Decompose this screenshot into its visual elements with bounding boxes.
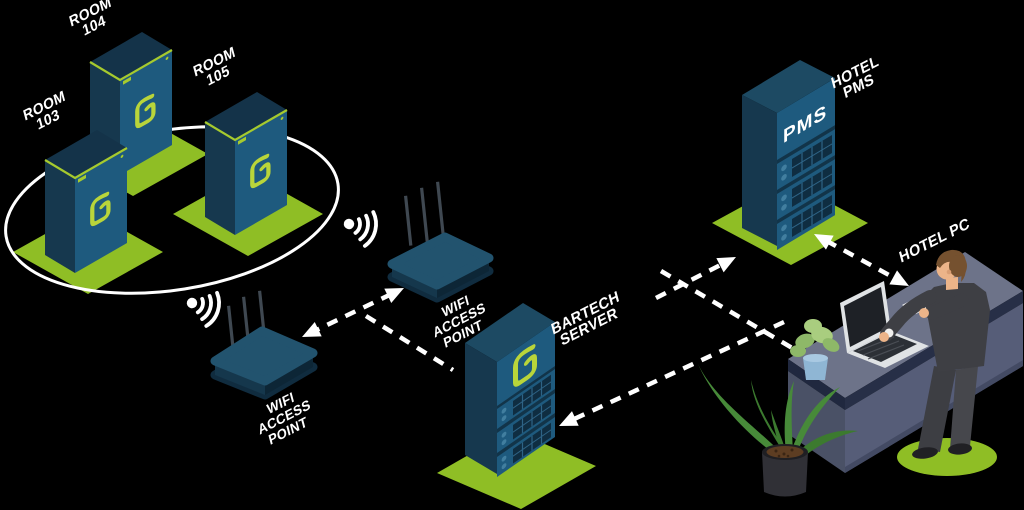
arrowhead-icon	[889, 270, 909, 286]
person-leg	[950, 366, 978, 449]
antenna-icon	[403, 181, 446, 246]
connection-line-pms-to-hotel-pc	[825, 238, 898, 282]
connection-arrows	[302, 234, 909, 426]
wifi-access-point-1	[210, 290, 318, 400]
wifi-signal-icon	[179, 282, 226, 330]
connection-line-pms-to-desk	[659, 269, 801, 354]
minibar-room-105	[204, 92, 288, 235]
server-base	[437, 430, 596, 509]
connection-line-server-to-pms	[654, 261, 725, 301]
wifi-signal-icon	[337, 203, 382, 250]
person-leg	[918, 366, 956, 452]
minibar-room-103	[44, 130, 128, 273]
hotel-staff-person	[879, 249, 997, 476]
desk-plant	[790, 319, 840, 380]
arrowhead-icon	[384, 288, 404, 304]
arrowhead-icon	[716, 257, 736, 273]
connection-line-ap2-to-ap1	[313, 292, 393, 333]
arrowhead-icon	[302, 321, 322, 337]
bartech-server	[437, 303, 596, 509]
floor-plant	[698, 364, 858, 497]
connection-line-hotel-pc-to-server	[570, 319, 785, 423]
floor-highlight	[897, 438, 997, 476]
arrowhead-icon	[814, 234, 834, 250]
person-hand	[919, 308, 929, 318]
person-arm	[925, 293, 969, 320]
person-hand	[879, 332, 889, 342]
connection-line-ap2-to-server	[364, 314, 455, 372]
reception-desk-scene	[698, 249, 1023, 497]
plant-pot	[762, 452, 808, 497]
arrowhead-icon	[559, 411, 579, 426]
wifi-access-point-2	[387, 181, 494, 303]
laptop	[840, 281, 929, 368]
